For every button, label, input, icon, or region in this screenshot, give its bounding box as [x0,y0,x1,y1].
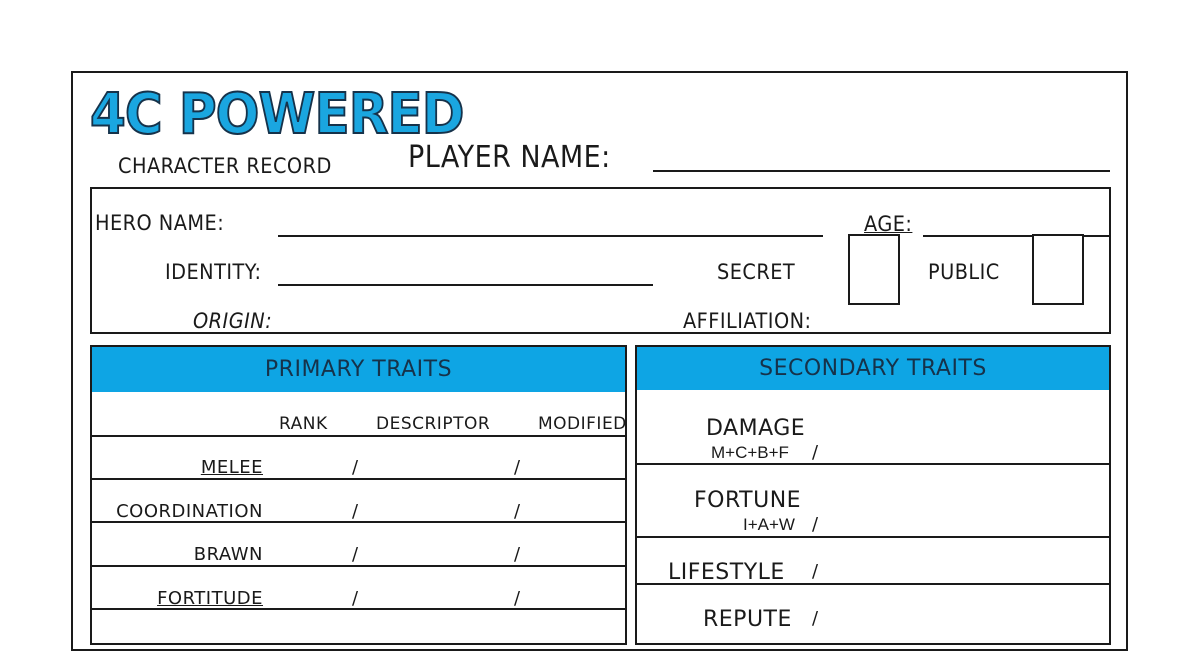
secret-checkbox[interactable] [848,234,900,305]
rank-separator: / [352,501,359,522]
modified-separator: / [514,544,521,565]
modified-separator: / [514,457,521,478]
primary-row-divider [92,478,625,480]
secondary-row-divider [637,463,1109,465]
modified-separator: / [514,501,521,522]
origin-label: ORIGIN: [193,309,273,333]
player-name-label: PLAYER NAME: [408,140,611,175]
identity-field[interactable] [278,284,653,286]
modified-separator: / [514,588,521,609]
secondary-traits-panel [635,345,1111,645]
secret-label: SECRET [717,260,796,284]
hero-name-label: HERO NAME: [95,211,225,235]
trait-brawn-label: BRAWN [193,544,263,565]
trait-lifestyle-label: LIFESTYLE [668,560,785,585]
primary-row-divider [92,608,625,610]
primary-traits-header: PRIMARY TRAITS [92,347,625,392]
sheet-subtitle: CHARACTER RECORD [118,154,332,178]
secondary-row-divider [637,583,1109,585]
rank-separator: / [352,457,359,478]
column-descriptor: DESCRIPTOR [376,414,491,434]
fortune-separator: / [812,514,819,535]
primary-row-divider [92,435,625,437]
trait-fortitude-label: FORTITUDE [157,588,263,609]
fortune-formula: I+A+W [743,515,795,534]
trait-melee-label: MELEE [200,457,263,478]
public-label: PUBLIC [928,260,1000,284]
hero-name-field[interactable] [278,235,823,237]
identity-section [90,187,1111,334]
age-field[interactable] [923,235,1111,237]
primary-traits-title: PRIMARY TRAITS [264,357,453,382]
primary-traits-panel [90,345,627,645]
trait-damage-label: DAMAGE [706,416,806,441]
secondary-traits-title: SECONDARY TRAITS [759,356,987,381]
trait-coordination-label: COORDINATION [116,501,263,522]
column-rank: RANK [279,414,328,434]
rank-separator: / [352,588,359,609]
primary-row-divider [92,521,625,523]
repute-separator: / [812,608,819,629]
public-checkbox[interactable] [1032,234,1084,305]
rank-separator: / [352,544,359,565]
trait-repute-label: REPUTE [703,607,792,632]
column-modified: MODIFIED [538,414,627,434]
lifestyle-separator: / [812,561,819,582]
damage-formula: M+C+B+F [711,443,789,462]
age-label: AGE: [864,212,913,236]
affiliation-label: AFFILIATION: [683,309,812,333]
secondary-row-divider [637,536,1109,538]
damage-separator: / [812,442,819,463]
primary-row-divider [92,565,625,567]
player-name-field[interactable] [653,170,1110,172]
secondary-traits-header: SECONDARY TRAITS [637,347,1109,390]
trait-fortune-label: FORTUNE [694,488,802,513]
identity-label: IDENTITY: [165,260,262,284]
logo-4c-powered: 4C POWERED [89,82,465,147]
